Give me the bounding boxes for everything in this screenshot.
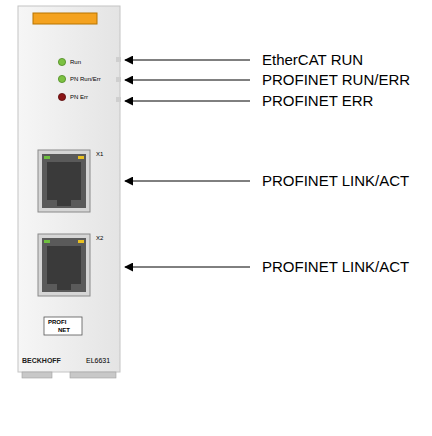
rj45-jack [57,284,71,290]
callout-label: PROFINET ERR [262,93,373,108]
leader-arrow [125,80,250,81]
callout-label: PROFINET LINK/ACT [262,259,409,274]
top-tab [33,13,97,24]
port-label: X2 [96,235,103,241]
rj45-jack [42,154,86,208]
notch [116,57,121,62]
link-led [78,156,84,159]
port-label: X1 [96,151,103,157]
leader-arrow [125,60,250,61]
rj45-jack [47,162,81,200]
rj45-jack [47,246,81,284]
callout-label: PROFINET RUN/ERR [262,72,410,87]
contact [22,372,52,378]
led-green [58,58,65,65]
notch [116,77,121,82]
logo-text: NET [58,327,70,333]
contact [70,372,116,378]
profinet-logo [44,317,82,335]
leader-arrow [125,181,250,182]
logo-text: PROFI [48,319,66,325]
link-led [44,156,50,159]
notch [116,97,121,102]
leader-arrow [125,101,250,102]
housing [18,6,120,372]
link-led [78,240,84,243]
rj45-jack [38,150,90,212]
rj45-jack [38,234,90,296]
callout-label: PROFINET LINK/ACT [262,173,409,188]
led-label: PN Err [70,94,88,100]
led-green [58,75,65,82]
led-red [58,93,65,100]
rj45-jack [57,200,71,206]
rj45-jack [42,238,86,292]
leader-arrow [125,267,250,268]
callout-label: EtherCAT RUN [262,52,363,67]
led-label: PN Run/Err [70,76,101,82]
brand-label: BECKHOFF [22,357,61,364]
model-label: EL6631 [86,357,110,364]
led-label: Run [70,59,81,65]
link-led [44,240,50,243]
